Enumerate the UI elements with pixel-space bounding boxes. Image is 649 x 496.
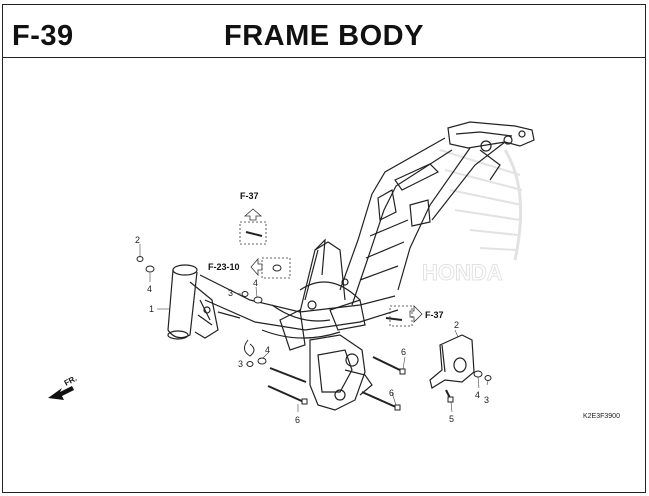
- honda-logo-watermark: HONDA: [422, 149, 523, 286]
- washer: [272, 264, 282, 272]
- callout-3: 3: [238, 359, 243, 369]
- callout-4: 4: [253, 278, 258, 288]
- arrow-left-icon: [250, 257, 263, 277]
- page-border: [2, 4, 646, 493]
- diagram-code: K2E3F3900: [583, 413, 620, 420]
- callout-4: 4: [147, 284, 152, 294]
- callout-6: 6: [389, 388, 394, 398]
- callout-1: 1: [149, 304, 154, 314]
- callout-6: 6: [401, 347, 406, 357]
- honda-wordmark: HONDA: [422, 260, 503, 285]
- leader-lines: [139, 244, 489, 413]
- section-code: F-39: [12, 20, 74, 52]
- front-label: FR.: [63, 374, 79, 388]
- main-frame: [199, 121, 535, 411]
- callout-5: 5: [449, 414, 454, 424]
- fasteners: [136, 231, 492, 411]
- front-direction-indicator: FR.: [48, 374, 78, 400]
- callout-2: 2: [454, 320, 459, 330]
- head-pipe: [167, 264, 241, 340]
- callout-3: 3: [484, 395, 489, 405]
- callout-3: 3: [228, 288, 233, 298]
- washer: [473, 370, 483, 378]
- nut: [241, 291, 249, 297]
- callout-6: 6: [295, 415, 300, 425]
- stand-bracket: [429, 334, 475, 389]
- arrow-up-icon: [243, 208, 263, 221]
- callout-3: 2: [135, 235, 140, 245]
- arrow-right-icon: [409, 305, 423, 323]
- nut: [246, 361, 254, 367]
- page-title: FRAME BODY: [224, 20, 424, 52]
- reference-markers: [239, 208, 423, 327]
- callout-labels: 2 4 1 3 4 3 4 6 6 6 2 3 4 5: [135, 235, 489, 425]
- ref-label-right: F-37: [425, 310, 444, 320]
- ref-label-top: F-37: [240, 191, 259, 201]
- front-arrow-icon: [48, 386, 74, 400]
- nut: [484, 375, 492, 381]
- nut: [136, 256, 144, 262]
- header-rule: [2, 57, 646, 58]
- washer: [253, 296, 263, 304]
- spring-clip: [244, 339, 255, 357]
- washer: [257, 357, 267, 365]
- ref-label-left: F-23-10: [208, 262, 240, 272]
- callout-4: 4: [475, 390, 480, 400]
- callout-4: 4: [265, 345, 270, 355]
- washer: [145, 265, 155, 273]
